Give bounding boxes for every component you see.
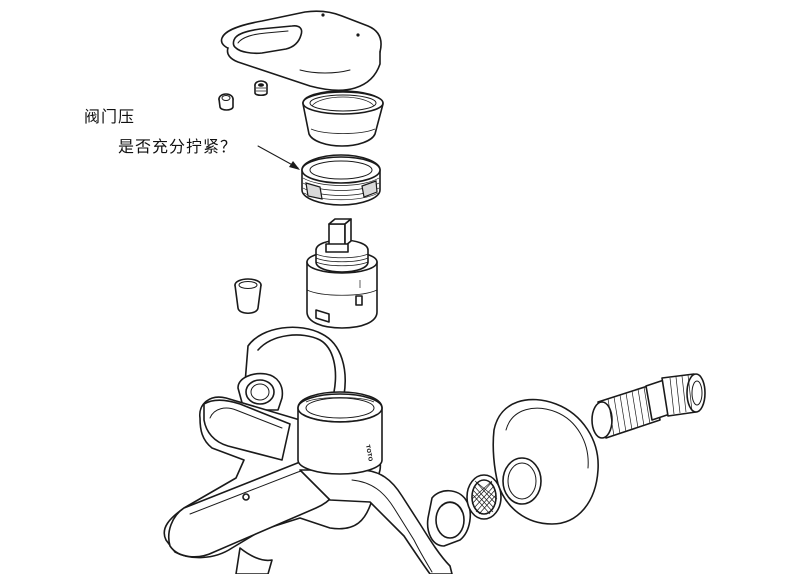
cartridge — [306, 218, 378, 329]
annotation-arrow — [257, 145, 300, 170]
annotation-line-1: 阀门压 — [84, 107, 136, 126]
mixer-body: TOTO — [163, 372, 472, 574]
valve-nut — [301, 154, 381, 206]
bell-flange — [492, 398, 599, 525]
brand-mark: TOTO — [364, 444, 373, 462]
annotation-line-2: 是否充分拧紧？ — [118, 137, 238, 156]
screw-cap — [218, 93, 234, 111]
cover-cup — [302, 90, 384, 147]
eccentric-adapter — [591, 373, 706, 439]
mesh-filter — [466, 474, 502, 520]
lever-handle — [220, 10, 382, 91]
plug-cap — [234, 278, 262, 315]
set-screw — [254, 80, 268, 97]
